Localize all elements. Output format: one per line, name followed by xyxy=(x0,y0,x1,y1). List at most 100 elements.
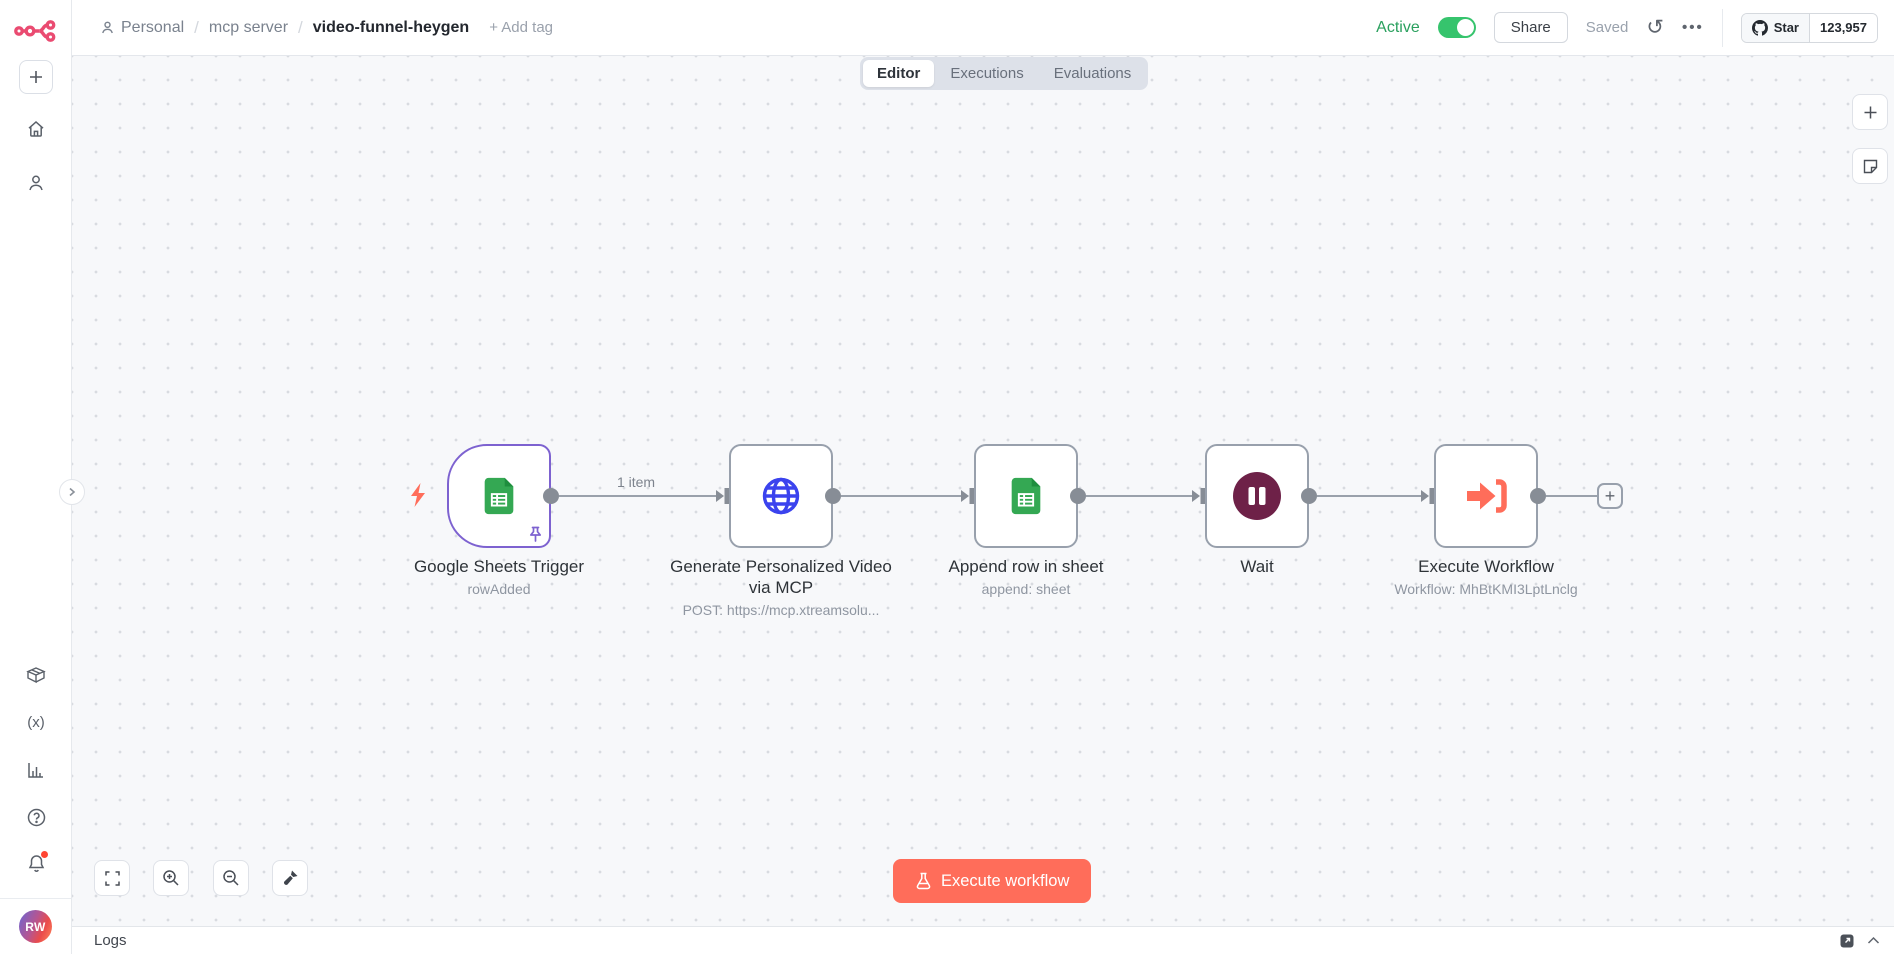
add-node-endpoint-button[interactable]: + xyxy=(1597,483,1623,509)
connection-wire[interactable] xyxy=(1546,495,1598,497)
toggle-knob xyxy=(1456,19,1474,36)
execute-workflow-button[interactable]: Execute workflow xyxy=(893,859,1092,903)
breadcrumb-separator: / xyxy=(194,17,199,37)
breadcrumb-project[interactable]: Personal xyxy=(100,19,184,37)
add-tag-button[interactable]: + Add tag xyxy=(489,19,554,36)
active-toggle[interactable] xyxy=(1437,17,1476,38)
logs-title: Logs xyxy=(94,932,127,949)
node-title: Generate Personalized Video via MCP xyxy=(670,557,892,597)
fit-view-button[interactable] xyxy=(94,860,130,896)
connection-items-label: 1 item xyxy=(616,474,656,490)
plus-icon xyxy=(30,71,42,83)
connection-wire[interactable] xyxy=(559,495,716,497)
github-star-label: Star xyxy=(1773,20,1799,35)
tidy-up-button[interactable] xyxy=(272,860,308,896)
input-port xyxy=(1421,488,1434,504)
sidebar-item-personal[interactable] xyxy=(19,166,53,200)
workflow-name[interactable]: video-funnel-heygen xyxy=(312,18,470,36)
breadcrumb-folder[interactable]: mcp server xyxy=(208,18,289,36)
add-node-button[interactable] xyxy=(1852,94,1888,130)
node-label: Google Sheets Trigger rowAdded xyxy=(379,556,619,597)
sidebar-item-notifications[interactable] xyxy=(19,846,53,880)
node-label: Append row in sheet append: sheet xyxy=(906,556,1146,597)
tab-executions[interactable]: Executions xyxy=(950,65,1024,82)
input-port xyxy=(961,488,974,504)
logs-panel-bar[interactable]: Logs xyxy=(72,926,1894,954)
add-workflow-button[interactable] xyxy=(19,60,53,94)
sidebar-item-insights[interactable] xyxy=(19,753,53,787)
node-generate-video-mcp[interactable] xyxy=(729,444,833,548)
node-google-sheets-trigger[interactable] xyxy=(447,444,551,548)
node-title: Google Sheets Trigger xyxy=(413,557,585,576)
node-label: Generate Personalized Video via MCP POST… xyxy=(661,556,901,618)
node-subtitle: rowAdded xyxy=(467,581,531,597)
zoom-in-icon xyxy=(163,870,179,886)
sticky-note-icon xyxy=(1863,159,1877,173)
output-port[interactable] xyxy=(543,488,559,504)
top-header: Personal / mcp server / video-funnel-hey… xyxy=(72,0,1894,56)
plus-icon xyxy=(1864,106,1876,118)
github-icon xyxy=(1751,19,1768,36)
pause-icon xyxy=(1233,472,1281,520)
execute-workflow-label: Execute workflow xyxy=(941,871,1070,890)
person-icon xyxy=(102,21,113,34)
zoom-out-button[interactable] xyxy=(213,860,249,896)
notification-dot xyxy=(41,851,48,858)
breadcrumb-separator: / xyxy=(298,17,303,37)
chevron-up-icon[interactable] xyxy=(1867,936,1880,945)
share-button[interactable]: Share xyxy=(1493,12,1568,43)
node-label: Execute Workflow Workflow: MhBtKMI3LptLn… xyxy=(1366,556,1606,597)
google-sheets-icon xyxy=(1011,477,1041,515)
add-sticky-note-button[interactable] xyxy=(1852,148,1888,184)
execute-workflow-icon xyxy=(1467,479,1507,513)
node-append-row-in-sheet[interactable] xyxy=(974,444,1078,548)
github-star-widget[interactable]: Star 123,957 xyxy=(1740,12,1878,43)
sidebar-item-variables[interactable]: (x) xyxy=(19,705,53,739)
chevron-right-icon xyxy=(69,487,76,497)
output-port[interactable] xyxy=(1070,488,1086,504)
node-execute-workflow[interactable] xyxy=(1434,444,1538,548)
home-icon xyxy=(28,120,44,137)
node-subtitle: append: sheet xyxy=(981,581,1071,597)
user-icon xyxy=(29,175,43,191)
help-icon xyxy=(27,808,45,826)
variables-icon: (x) xyxy=(27,713,45,731)
header-divider xyxy=(1721,8,1723,47)
node-title: Wait xyxy=(1240,557,1274,576)
sidebar-footer: RW xyxy=(0,898,71,954)
breadcrumb: Personal / mcp server / video-funnel-hey… xyxy=(100,18,553,38)
breadcrumb-project-label: Personal xyxy=(121,18,185,36)
output-port[interactable] xyxy=(1530,488,1546,504)
sidebar-item-overview[interactable] xyxy=(19,112,53,146)
popout-icon[interactable] xyxy=(1839,933,1855,949)
saved-status: Saved xyxy=(1585,19,1629,36)
node-label: Wait xyxy=(1137,556,1377,577)
output-port[interactable] xyxy=(825,488,841,504)
sidebar-item-templates[interactable] xyxy=(19,658,53,692)
lightning-trigger-icon xyxy=(411,483,425,507)
user-avatar[interactable]: RW xyxy=(19,910,52,943)
zoom-in-button[interactable] xyxy=(153,860,189,896)
left-sidebar: (x) RW xyxy=(0,0,72,954)
connection-wire[interactable] xyxy=(1317,495,1421,497)
node-wait[interactable] xyxy=(1205,444,1309,548)
input-port xyxy=(1192,488,1205,504)
tab-evaluations[interactable]: Evaluations xyxy=(1053,65,1132,82)
view-tabs: Editor Executions Evaluations xyxy=(860,57,1149,90)
node-title: Execute Workflow xyxy=(1418,557,1554,576)
sidebar-item-help[interactable] xyxy=(19,800,53,834)
tab-editor[interactable]: Editor xyxy=(863,60,935,87)
zoom-out-icon xyxy=(223,870,239,886)
output-port[interactable] xyxy=(1301,488,1317,504)
workflow-canvas[interactable]: 1 item xyxy=(72,56,1894,926)
more-options-icon[interactable]: ••• xyxy=(1681,19,1704,36)
fit-view-icon xyxy=(104,870,120,886)
header-actions: Active Share Saved ↺ ••• Star 123,957 xyxy=(1376,8,1878,47)
sidebar-expand-toggle[interactable] xyxy=(59,479,85,505)
globe-icon xyxy=(762,477,800,515)
history-icon[interactable]: ↺ xyxy=(1646,16,1664,39)
connection-wire[interactable] xyxy=(1086,495,1192,497)
tidy-up-icon xyxy=(283,870,298,885)
n8n-logo[interactable] xyxy=(14,16,58,46)
connection-wire[interactable] xyxy=(841,495,961,497)
